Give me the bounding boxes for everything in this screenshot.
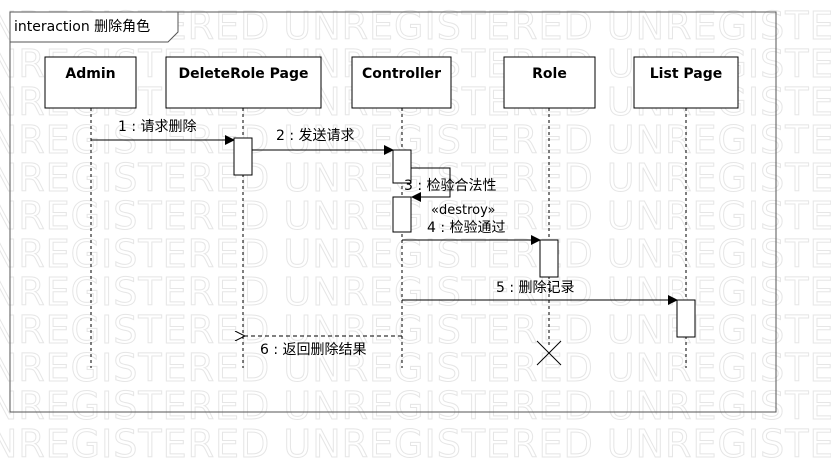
lifeline-label-list-page: List Page bbox=[650, 66, 722, 82]
lifeline-label-controller: Controller bbox=[362, 66, 441, 82]
message-5-label: 5 : 删除记录 bbox=[496, 280, 575, 296]
lifeline-head-admin[interactable]: Admin bbox=[44, 56, 137, 109]
message-3-arrowhead bbox=[411, 192, 421, 202]
lifeline-head-role[interactable]: Role bbox=[503, 56, 596, 109]
activation-list-page bbox=[676, 299, 696, 338]
interaction-frame bbox=[9, 11, 777, 413]
lifeline-head-deleterole-page[interactable]: DeleteRole Page bbox=[165, 56, 322, 109]
activation-role bbox=[539, 239, 559, 278]
message-4-label: 4 : 检验通过 bbox=[427, 220, 506, 236]
lifeline-label-role: Role bbox=[532, 66, 567, 82]
activation-controller-1 bbox=[392, 149, 412, 184]
activation-deleterole-page bbox=[233, 137, 253, 176]
frame-label-tab bbox=[9, 11, 179, 43]
lifeline-label-admin: Admin bbox=[65, 66, 115, 82]
message-2-label: 2 : 发送请求 bbox=[276, 128, 355, 144]
activation-controller-2 bbox=[392, 196, 412, 233]
destroy-x-icon bbox=[536, 340, 562, 366]
message-3-label: 3 : 检验合法性 bbox=[404, 178, 497, 194]
lifeline-label-deleterole-page: DeleteRole Page bbox=[178, 66, 308, 82]
lifeline-head-list-page[interactable]: List Page bbox=[633, 56, 739, 109]
lifeline-head-controller[interactable]: Controller bbox=[351, 56, 452, 109]
destroy-stereotype-label: «destroy» bbox=[431, 203, 496, 218]
message-6-label: 6 : 返回删除结果 bbox=[260, 342, 367, 358]
frame-label: interaction 删除角色 bbox=[14, 18, 150, 35]
message-1-label: 1 : 请求删除 bbox=[118, 119, 197, 135]
message-3-arrow[interactable] bbox=[411, 167, 451, 198]
